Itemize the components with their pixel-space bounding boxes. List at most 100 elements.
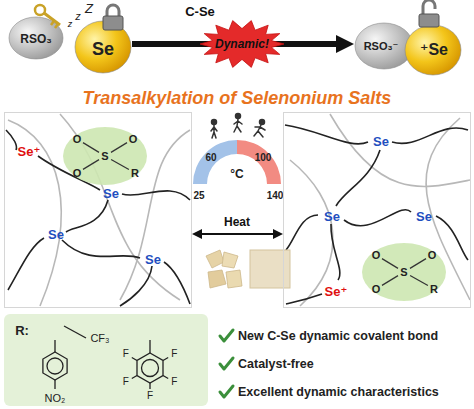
sleep-letter: z: [68, 20, 73, 29]
polymer-chain: [164, 262, 190, 304]
polymer-chains-grey: [8, 114, 470, 306]
open-lock-icon: [419, 0, 439, 27]
polymer-chains-black: [6, 125, 468, 306]
sample-flake: [208, 270, 226, 288]
node-text: Se⁺: [18, 145, 41, 158]
feature-text: Catalyst-free: [238, 358, 314, 371]
node-text: Se: [92, 40, 114, 58]
key-ring: [35, 5, 45, 15]
sample-film: [250, 250, 290, 288]
person-head: [236, 114, 241, 119]
fluorine-atom: F: [147, 391, 153, 401]
polymer-chain: [285, 125, 368, 144]
bond-line: [83, 143, 99, 153]
selenium-ball: Se: [74, 20, 132, 74]
polymer-chain: [436, 216, 468, 260]
bond-line: [410, 259, 426, 269]
sulfonate-anion-ball: RSO₃⁻: [354, 22, 414, 70]
polymer-chain: [8, 238, 44, 290]
polymer-chain: [344, 210, 411, 226]
polymer-chain: [6, 130, 17, 150]
ball-outline: [9, 17, 63, 59]
node-text: R: [131, 168, 139, 179]
diagram-title: Transalkylation of Selenonium Salts: [83, 89, 392, 107]
ball-outline: [355, 23, 413, 69]
polymer-chain: [392, 128, 468, 143]
node-text: O: [73, 134, 82, 145]
node-text: O: [73, 168, 82, 179]
check-mark: [220, 330, 233, 341]
network-panel: Se⁺SeSeSeOSOOR: [4, 112, 192, 308]
running-person: [254, 125, 265, 137]
node-text: O: [372, 284, 381, 295]
sample-flake: [222, 252, 238, 268]
reaction-arrow: [132, 41, 343, 47]
network-panel: SeSeSeSe⁺OSORO: [283, 112, 471, 308]
sample-flake: [226, 270, 242, 288]
chemical-group: NO₂: [45, 393, 66, 404]
gauge-arc: [193, 140, 281, 184]
polymer-chain: [330, 114, 470, 186]
node-text: Dynamic!: [215, 38, 269, 50]
feature-text: New C-Se dynamic covalent bond: [238, 330, 438, 343]
reaction-arrow: [198, 233, 277, 235]
ball-outline: [75, 21, 131, 73]
chemical-group: CF₃: [90, 333, 109, 344]
node-text: Se: [48, 228, 64, 241]
fluorine-atom: F: [123, 349, 129, 359]
sample-photos: [206, 250, 290, 288]
sulfonate-group: OSORO: [362, 243, 446, 301]
node-text: 60: [205, 153, 216, 163]
node-text: Se: [324, 210, 340, 223]
node-text: R: [430, 284, 438, 295]
node-text: Se: [416, 210, 432, 223]
ball-outline: [405, 25, 461, 75]
sample-flake: [206, 250, 224, 268]
node-text: 140: [267, 191, 284, 201]
polymer-chain: [336, 150, 380, 206]
feature-text: Excellent dynamic characteristics: [238, 386, 439, 399]
node-text: °C: [230, 168, 243, 180]
fluorine-atom: F: [171, 377, 177, 387]
node-text: RSO₃⁻: [364, 41, 399, 52]
node-text: Se⁺: [325, 285, 348, 298]
node-text: Se: [145, 253, 161, 266]
polymer-chain: [331, 224, 340, 280]
bond-line: [410, 275, 428, 285]
node-text: O: [372, 250, 381, 261]
polymer-chain: [60, 114, 180, 300]
node-text: 25: [193, 191, 204, 201]
polymer-chain: [286, 294, 322, 304]
fluorine-atom: F: [123, 377, 129, 387]
lock-shackle: [107, 5, 119, 17]
node-text: 100: [255, 153, 272, 163]
sulfonate-ball: RSO₃: [8, 16, 64, 60]
arrow-label: C-Se: [185, 5, 215, 18]
node-text: S: [101, 151, 108, 162]
node-text: RSO₃: [20, 33, 52, 45]
polymer-chain: [62, 240, 140, 258]
bond-line: [83, 160, 99, 170]
glow-outline: [63, 127, 147, 185]
node-text: ⁺Se: [420, 42, 448, 58]
sulfonate-group: O S O O R: [63, 127, 147, 185]
bond-line: [111, 159, 129, 169]
node-text: O: [428, 250, 437, 261]
bond-line: [382, 259, 398, 269]
polymer-chain: [120, 266, 152, 306]
polymer-chain: [66, 200, 108, 232]
walking-person: [234, 119, 242, 132]
node-text: O: [129, 134, 138, 145]
arrow-label: Heat: [224, 216, 250, 228]
dynamic-burst: Dynamic!: [200, 20, 284, 68]
check-marks: [220, 330, 233, 397]
check-mark: [220, 358, 233, 369]
bond-line: [111, 143, 127, 153]
bond-line: [382, 276, 398, 286]
node-text: R:: [15, 324, 29, 337]
fluorine-atom: F: [171, 349, 177, 359]
check-mark: [220, 386, 233, 397]
node-text: Se: [373, 135, 389, 148]
selenonium-ball: ⁺Se: [404, 24, 462, 76]
